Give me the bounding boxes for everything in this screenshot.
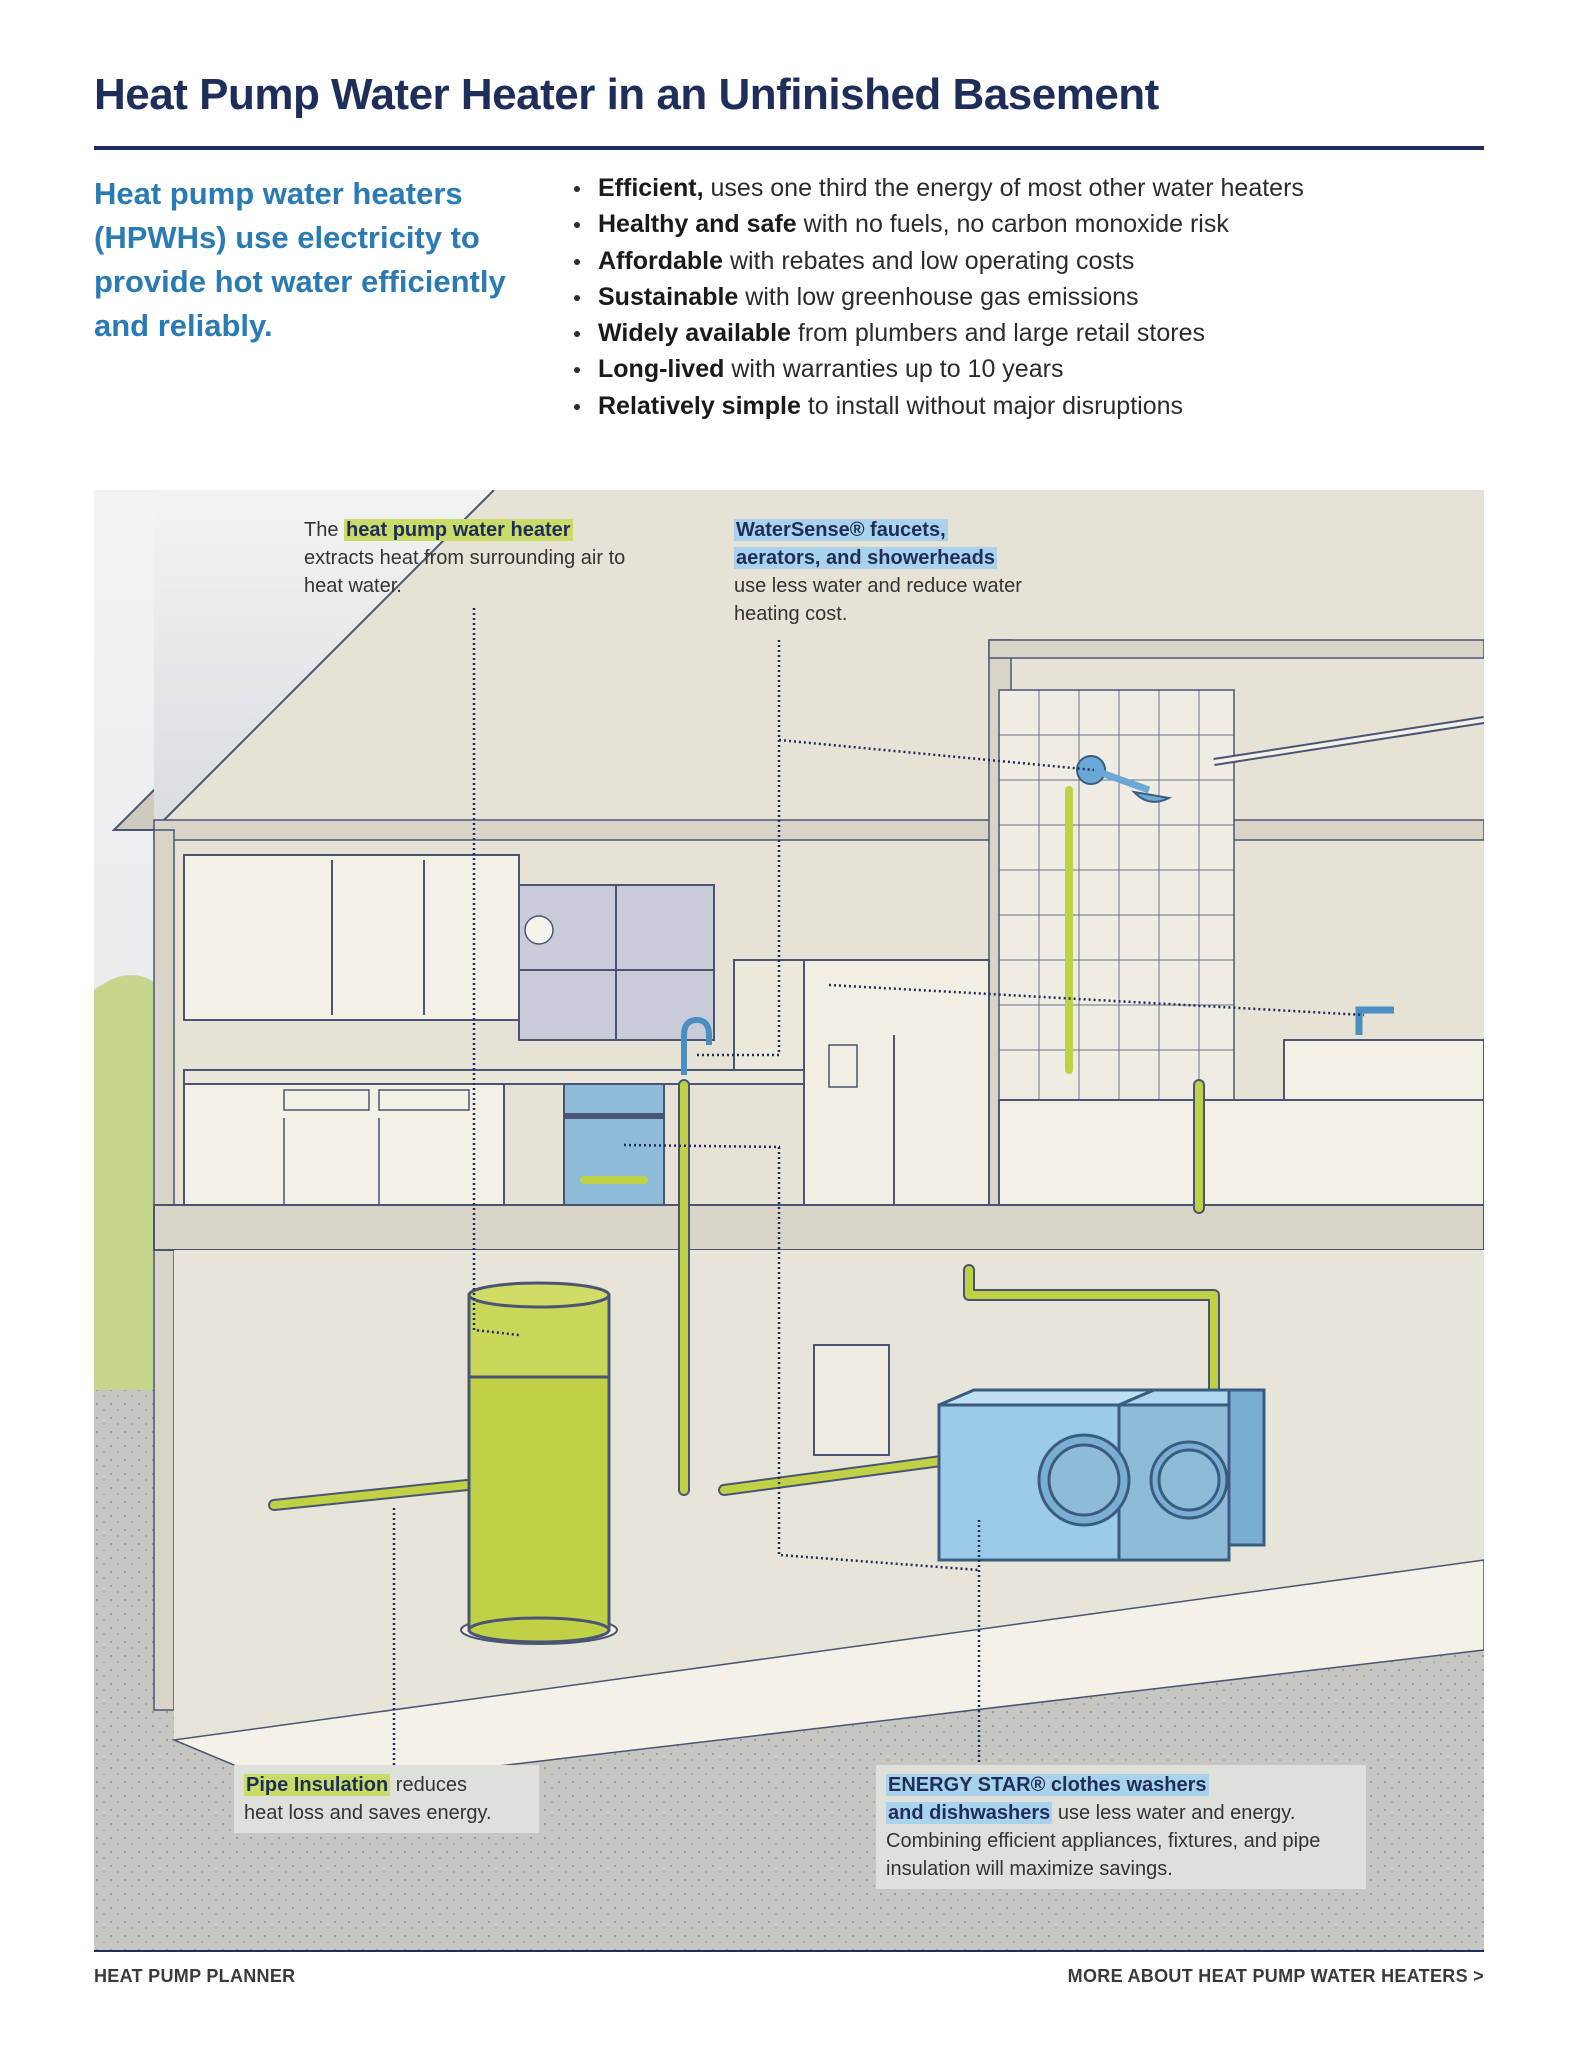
benefit-item: Relatively simple to install without maj… (570, 388, 1470, 424)
benefit-item: Long-lived with warranties up to 10 year… (570, 351, 1470, 387)
refrigerator (803, 959, 990, 1211)
intro-statement: Heat pump water heaters (HPWHs) use elec… (94, 176, 506, 343)
benefit-item: Widely available from plumbers and large… (570, 315, 1470, 351)
footer-planner-label: HEAT PUMP PLANNER (94, 1966, 296, 1986)
callout-watersense: WaterSense® faucets, aerators, and showe… (734, 519, 1022, 625)
title-divider (94, 146, 1484, 150)
house-cutaway-drawing (94, 490, 1484, 1950)
bath-faucet (1355, 1006, 1394, 1035)
page-title: Heat Pump Water Heater in an Unfinished … (94, 70, 1159, 119)
washer-dryer (937, 1388, 1266, 1562)
callout-energy-star: ENERGY STAR® clothes washers and dishwas… (876, 1765, 1366, 1889)
benefits-list: Efficient, uses one third the energy of … (570, 170, 1470, 424)
more-about-link[interactable]: MORE ABOUT HEAT PUMP WATER HEATERS > (1067, 1966, 1484, 1986)
callout-pipe-insulation: Pipe Insulation reduces heat loss and sa… (234, 1765, 539, 1833)
benefit-item: Affordable with rebates and low operatin… (570, 243, 1470, 279)
showerhead (1076, 755, 1106, 785)
callout-heat-pump-water-heater: The heat pump water heater extracts heat… (304, 519, 626, 597)
house-illustration: The heat pump water heater extracts heat… (94, 490, 1484, 1950)
benefit-item: Sustainable with low greenhouse gas emis… (570, 279, 1470, 315)
dishwasher (563, 1083, 665, 1209)
footer-divider (94, 1950, 1484, 1952)
benefit-item: Efficient, uses one third the energy of … (570, 170, 1470, 206)
benefit-item: Healthy and safe with no fuels, no carbo… (570, 206, 1470, 242)
